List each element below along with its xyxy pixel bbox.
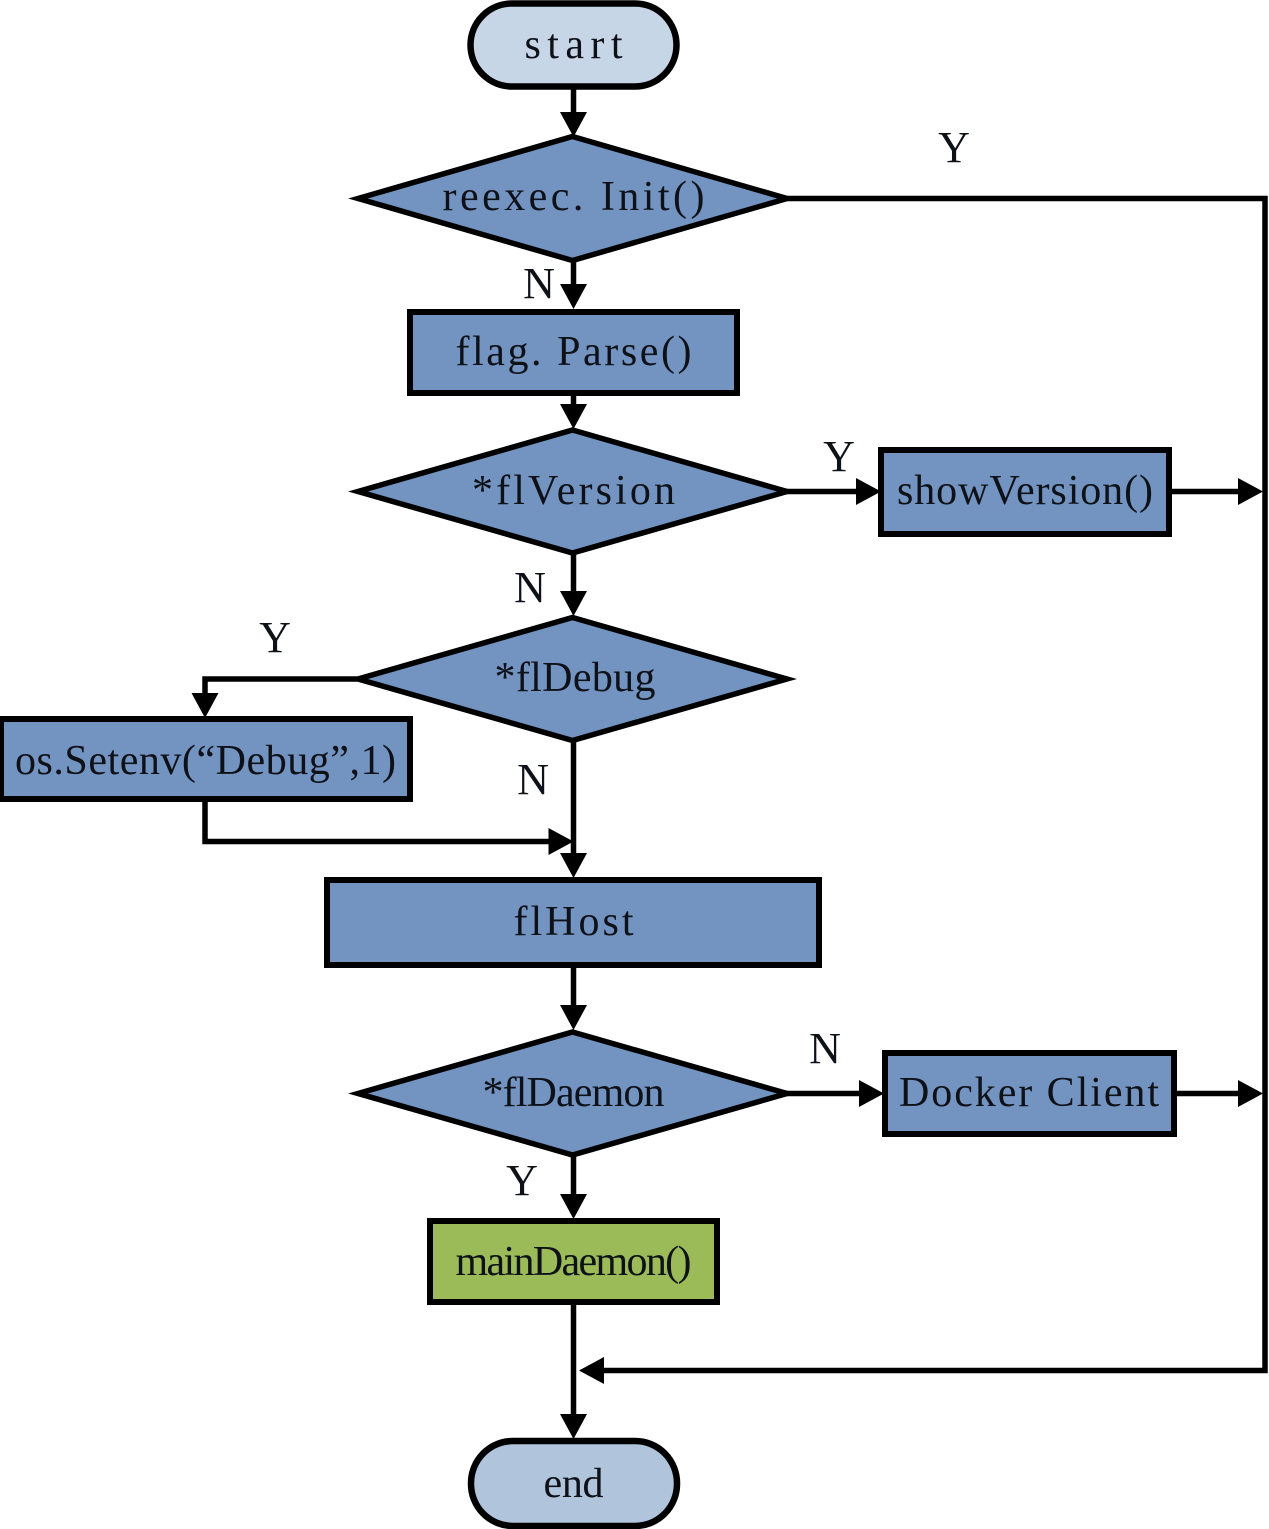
svg-text:N: N [514, 563, 546, 612]
svg-text:reexec. Init(): reexec. Init() [443, 174, 705, 220]
svg-text:Y: Y [938, 123, 970, 172]
svg-text:flHost: flHost [514, 899, 634, 945]
svg-text:Y: Y [823, 432, 855, 481]
svg-text:Y: Y [506, 1156, 538, 1205]
svg-text:end: end [544, 1461, 604, 1507]
svg-text:os.Setenv(“Debug”,1): os.Setenv(“Debug”,1) [15, 738, 396, 784]
svg-text:N: N [523, 259, 555, 308]
svg-text:flag. Parse(): flag. Parse() [456, 329, 692, 375]
svg-text:N: N [517, 755, 549, 804]
svg-text:Docker Client: Docker Client [899, 1070, 1159, 1116]
svg-text:*flDebug: *flDebug [495, 655, 656, 701]
svg-text:*flVersion: *flVersion [472, 468, 675, 514]
svg-text:Y: Y [259, 613, 291, 662]
svg-text:*flDaemon: *flDaemon [483, 1070, 665, 1116]
svg-text:showVersion(): showVersion() [897, 468, 1153, 514]
svg-text:mainDaemon(): mainDaemon() [456, 1239, 692, 1285]
svg-text:N: N [809, 1024, 841, 1073]
